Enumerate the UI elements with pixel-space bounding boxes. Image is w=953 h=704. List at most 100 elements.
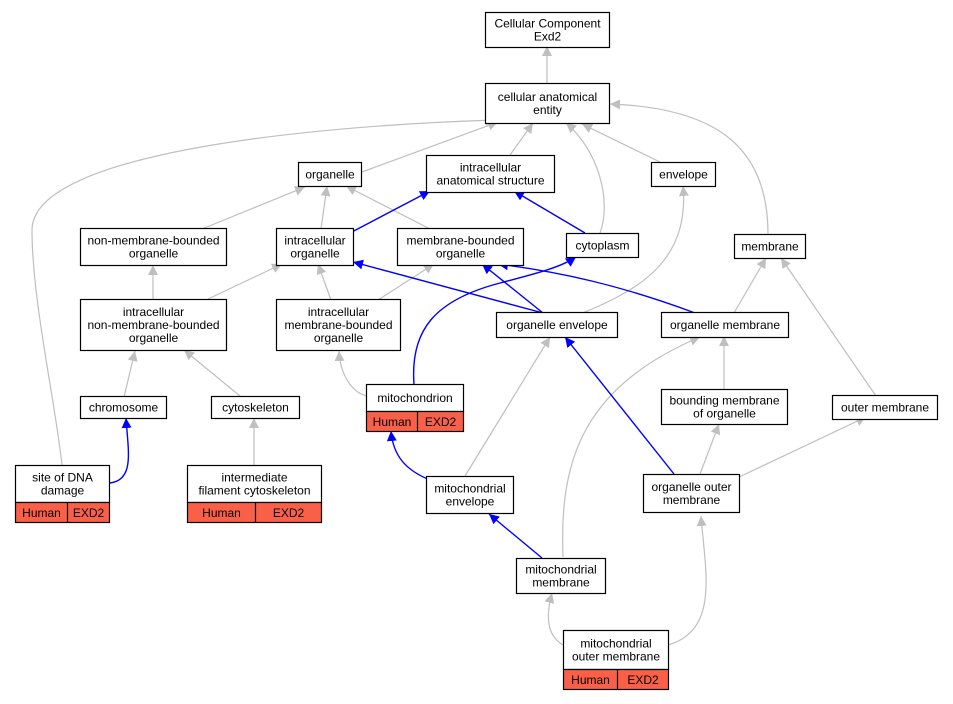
node-box: [275, 298, 402, 352]
node-organelle[interactable]: organelle: [297, 161, 363, 188]
node-label-line: Cellular Component: [494, 17, 601, 31]
edges-layer: [31, 46, 877, 646]
node-box: [396, 227, 525, 267]
node-label-line: anatomical structure: [436, 174, 544, 188]
node-label-line: non-membrane-bounded: [87, 234, 219, 248]
edge-mbo-to-organelle: [345, 185, 431, 230]
node-label-line: site of DNA: [32, 471, 93, 485]
edge-mito-to-cytoplasm-partof: [412, 256, 577, 385]
node-envelope[interactable]: envelope: [650, 161, 717, 188]
edge-sdd-to-chromosome-partof: [109, 417, 132, 484]
edge-io-to-ias-partof: [349, 190, 431, 234]
node-inmbo[interactable]: intracellularnon-membrane-boundedorganel…: [79, 298, 228, 352]
node-box: [79, 227, 228, 267]
edge-menv-to-oenv: [464, 336, 551, 477]
node-box: [515, 557, 607, 595]
node-label-line: membrane: [741, 240, 799, 254]
node-label-line: of organelle: [693, 407, 756, 421]
edge-outer-to-membrane: [780, 257, 877, 397]
species-label: Human: [202, 506, 241, 520]
edge-mmem-to-omem: [562, 336, 701, 558]
gene-label: EXD2: [73, 506, 105, 520]
node-label-line: chromosome: [89, 401, 159, 415]
node-cytoskeleton[interactable]: cytoskeleton: [210, 395, 301, 420]
node-label-line: intracellular: [123, 305, 184, 319]
edge-mom-to-oom: [667, 515, 707, 646]
edge-sdd-to-cae: [31, 115, 497, 466]
edge-oenv-to-envelope: [579, 185, 689, 315]
node-box: [210, 395, 301, 420]
node-label-line: membrane-bounded: [284, 318, 392, 332]
node-membrane[interactable]: membrane: [733, 233, 807, 260]
node-label-line: membrane: [663, 493, 721, 507]
node-label-line: cytoskeleton: [222, 401, 289, 415]
gene-label: EXD2: [627, 673, 659, 687]
node-label-line: damage: [41, 484, 85, 498]
gene-label: EXD2: [273, 506, 305, 520]
edge-cytoplasm-to-cae: [565, 122, 605, 234]
node-omem[interactable]: organelle membrane: [660, 311, 790, 339]
node-chromosome[interactable]: chromosome: [79, 395, 168, 420]
node-box: [660, 311, 790, 339]
node-label-line: organelle membrane: [670, 318, 780, 332]
node-box: [831, 394, 939, 421]
node-box: [733, 233, 807, 260]
annotation-row: [365, 410, 465, 433]
annotation-row: [562, 668, 670, 691]
node-label-line: mitochondrial: [525, 563, 596, 577]
node-cytoplasm[interactable]: cytoplasm: [565, 232, 640, 259]
node-label-line: organelle: [129, 331, 179, 345]
node-box: [425, 154, 556, 194]
node-box: [484, 82, 611, 125]
node-label-line: organelle: [290, 247, 340, 261]
edge-oom-to-bmo: [699, 423, 721, 475]
node-label-line: outer membrane: [841, 401, 929, 415]
edge-mmem-to-menv-partof: [488, 513, 543, 559]
node-box: [14, 464, 111, 504]
node-box: [79, 395, 168, 420]
node-box: [650, 161, 717, 188]
node-outer[interactable]: outer membrane: [831, 394, 939, 421]
edge-oom-to-outer: [736, 416, 867, 479]
node-label-line: intracellular: [308, 305, 369, 319]
node-label-line: organelle: [314, 331, 364, 345]
node-box: [297, 161, 363, 188]
edge-imbo-to-io: [316, 263, 332, 301]
node-oenv[interactable]: organelle envelope: [495, 311, 619, 339]
node-label-line: intracellular: [460, 161, 521, 175]
node-box: [79, 298, 228, 352]
node-label-line: cytoplasm: [575, 239, 629, 253]
species-label: Human: [373, 415, 412, 429]
edge-io-to-organelle: [320, 185, 331, 230]
node-box: [186, 464, 323, 504]
node-label-line: entity: [533, 103, 562, 117]
node-label-line: envelope: [446, 495, 495, 509]
node-label-line: organelle: [436, 247, 486, 261]
edge-ias-to-cae: [509, 122, 534, 156]
node-label-line: mitochondrial: [434, 482, 505, 496]
node-label-line: membrane: [532, 576, 590, 590]
edge-cytoplasm-to-ias-partof: [513, 190, 586, 234]
edge-membrane-to-cae: [609, 99, 769, 235]
node-box: [642, 473, 741, 514]
node-label-line: intermediate: [221, 471, 287, 485]
edge-oom-to-oenv-partof: [564, 336, 675, 475]
